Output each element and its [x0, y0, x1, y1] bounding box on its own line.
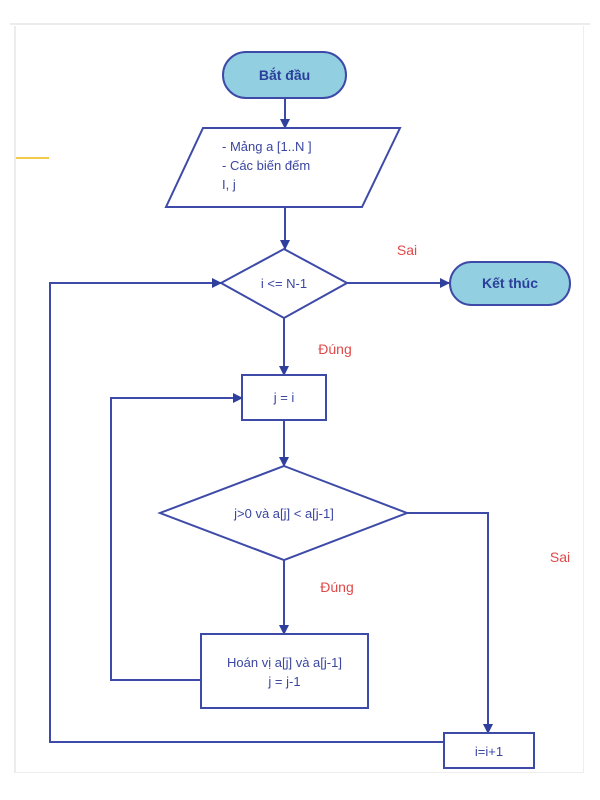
- input-line-2: - Các biến đếm: [222, 158, 310, 173]
- swap-line-2: j = j-1: [267, 674, 300, 689]
- input-line-3: I, j: [222, 177, 236, 192]
- end-node: Kết thúc: [449, 261, 571, 306]
- page-frame: [14, 26, 584, 773]
- init-j-node: j = i: [241, 374, 327, 421]
- init-j-label: j = i: [273, 390, 295, 405]
- end-label: Kết thúc: [482, 275, 538, 291]
- inner-condition-label: j>0 và a[j] < a[j-1]: [233, 506, 334, 521]
- inner-condition-node: j>0 và a[j] < a[j-1]: [157, 464, 410, 562]
- incr-i-node: i=i+1: [443, 732, 535, 769]
- edge-inner-false-incr: [407, 512, 493, 734]
- outer-condition-node: i <= N-1: [218, 247, 350, 320]
- accent-line: [16, 157, 49, 159]
- start-label: Bắt đầu: [259, 66, 310, 83]
- edge-outer-loop-back: [49, 278, 444, 743]
- inner-true-label: Đúng: [320, 579, 353, 595]
- start-node: Bắt đầu: [222, 51, 347, 99]
- outer-false-label: Sai: [397, 242, 417, 258]
- page-frame-top: [10, 23, 590, 25]
- input-line-1: - Mảng a [1..N ]: [222, 139, 312, 154]
- outer-condition-label: i <= N-1: [261, 276, 307, 291]
- swap-line-1: Hoán vị a[j] và a[j-1]: [227, 655, 342, 670]
- incr-i-label: i=i+1: [475, 744, 503, 759]
- input-node: - Mảng a [1..N ] - Các biến đếm I, j: [164, 127, 402, 208]
- swap-node: Hoán vị a[j] và a[j-1] j = j-1: [200, 633, 369, 709]
- outer-true-label: Đúng: [318, 341, 351, 357]
- inner-false-label: Sai: [550, 549, 570, 565]
- edge-inner-loop-back: [110, 393, 243, 681]
